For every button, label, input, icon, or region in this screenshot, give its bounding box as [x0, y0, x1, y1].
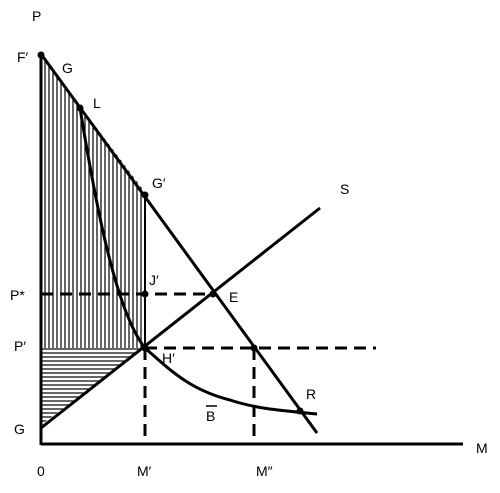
y-axis-label: P: [32, 8, 41, 24]
x-axis-label: M: [476, 440, 488, 456]
j-prime-label: J′: [149, 272, 159, 288]
l-label: L: [93, 95, 101, 111]
b-bar-label: B: [206, 408, 215, 424]
f-prime-dot: [37, 51, 45, 59]
b-bar-curve: [78, 107, 318, 416]
f-prime-label: F′: [17, 49, 29, 65]
vertical-hatched-region: [41, 54, 145, 348]
g-prime-dot: [141, 191, 149, 199]
l-dot: [76, 104, 84, 112]
m-double-prime-dot: [250, 344, 258, 352]
r-dot: [296, 407, 304, 415]
g-top-label: G: [62, 60, 73, 76]
m-double-prime-label: M″: [256, 463, 273, 479]
demand-line: [39, 53, 319, 434]
g-prime-label: G′: [152, 175, 166, 191]
e-label: E: [229, 289, 238, 305]
g-bottom-label: G: [14, 421, 25, 437]
s-label: S: [340, 181, 349, 197]
origin-label: 0: [37, 463, 45, 479]
r-label: R: [306, 386, 316, 402]
m-prime-label: M′: [137, 463, 152, 479]
p-star-label: P*: [10, 287, 25, 303]
h-prime-dot: [141, 344, 149, 352]
e-dot: [209, 290, 217, 298]
p-prime-label: P′: [14, 338, 26, 354]
supply-line: [40, 206, 321, 430]
h-prime-label: H′: [162, 350, 175, 366]
j-prime-dot: [141, 290, 149, 298]
